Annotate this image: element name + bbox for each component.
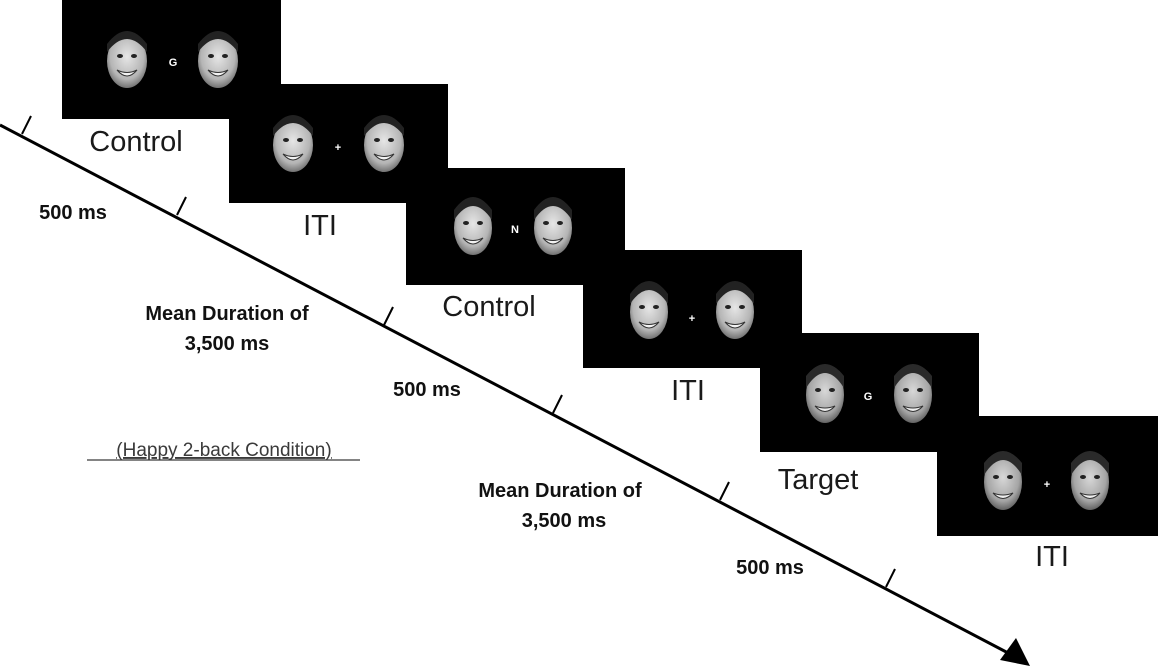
timeline-ticks bbox=[21, 115, 896, 588]
face-image bbox=[198, 31, 238, 88]
face-image bbox=[364, 115, 404, 172]
timeline-tick bbox=[719, 481, 730, 501]
center-symbol: G bbox=[169, 57, 178, 69]
panel-label: ITI bbox=[303, 210, 337, 242]
face-image bbox=[107, 31, 147, 88]
timing-label-500ms: 500 ms bbox=[736, 557, 804, 579]
timeline-tick bbox=[21, 115, 32, 135]
panel-label: Target bbox=[778, 464, 859, 496]
center-symbol: + bbox=[1044, 479, 1050, 491]
timeline-line bbox=[0, 123, 1013, 657]
face-image bbox=[984, 451, 1022, 510]
panel-label: Control bbox=[442, 291, 536, 323]
stimulus-panel-6: + bbox=[937, 416, 1158, 536]
timeline-arrow bbox=[0, 123, 1030, 666]
timeline-tick bbox=[885, 568, 896, 588]
timing-label-mean-duration: Mean Duration of bbox=[145, 303, 309, 325]
face-image bbox=[1071, 451, 1109, 510]
condition-label: (Happy 2-back Condition) bbox=[116, 440, 331, 461]
panel-background bbox=[937, 416, 1158, 536]
center-symbol: N bbox=[511, 224, 519, 236]
panel-label: Control bbox=[89, 126, 183, 158]
timing-label-500ms: 500 ms bbox=[393, 379, 461, 401]
face-image bbox=[806, 364, 844, 423]
timeline-tick bbox=[383, 306, 394, 326]
timeline-tick bbox=[176, 196, 187, 216]
face-image bbox=[630, 281, 668, 339]
face-image bbox=[716, 281, 754, 339]
timing-label-duration-value: 3,500 ms bbox=[185, 333, 270, 355]
panel-label: ITI bbox=[1035, 541, 1069, 573]
timing-label-duration-value: 3,500 ms bbox=[522, 510, 607, 532]
timeline-tick bbox=[552, 394, 563, 414]
face-image bbox=[454, 197, 492, 255]
stimulus-panel-5: G bbox=[760, 333, 979, 452]
timing-label-500ms: 500 ms bbox=[39, 202, 107, 224]
face-image bbox=[894, 364, 932, 423]
timeline-arrowhead bbox=[1000, 638, 1030, 666]
face-image bbox=[534, 197, 572, 255]
timing-label-mean-duration: Mean Duration of bbox=[478, 480, 642, 502]
center-symbol: G bbox=[864, 391, 873, 403]
center-symbol: + bbox=[335, 142, 341, 154]
face-image bbox=[273, 115, 313, 172]
center-symbol: + bbox=[689, 313, 695, 325]
panel-label: ITI bbox=[671, 375, 705, 407]
